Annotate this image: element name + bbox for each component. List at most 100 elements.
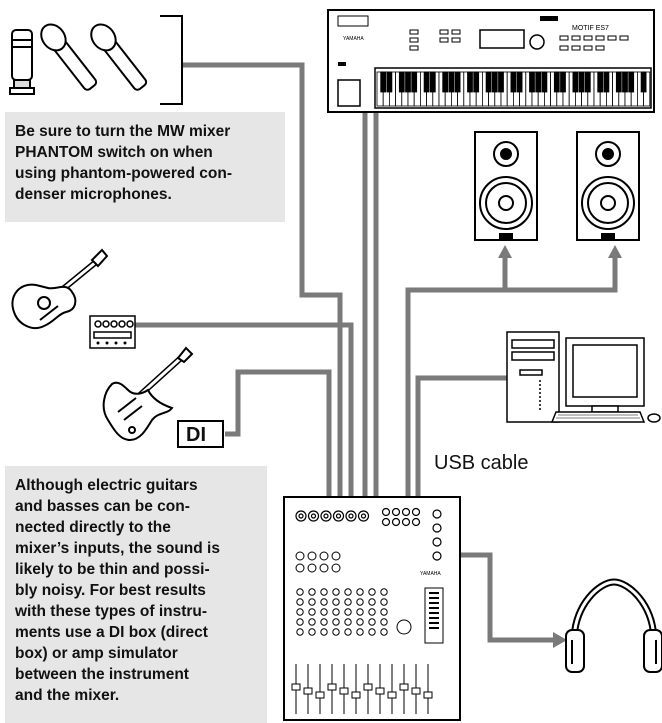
mixer-knob xyxy=(368,588,376,596)
mixer-knob xyxy=(331,563,341,573)
black-key xyxy=(560,71,566,93)
microphone-group xyxy=(9,15,183,105)
effects-pedal-icon xyxy=(89,315,136,349)
mixer-stereo-jack xyxy=(391,517,401,527)
bracket-icon xyxy=(160,15,183,105)
mixer-output-jack xyxy=(432,551,442,561)
fader-cap xyxy=(351,691,361,699)
mixer-knob xyxy=(368,598,376,606)
headphones-icon xyxy=(565,578,662,673)
black-key xyxy=(411,71,418,93)
arrow-headphones xyxy=(553,632,567,648)
mixer-knob xyxy=(296,618,304,626)
phantom-power-note-text: Be sure to turn the MW mixer PHANTOM swi… xyxy=(15,123,232,203)
fader-cap xyxy=(339,687,349,695)
fader-cap xyxy=(387,691,397,699)
fader-cap xyxy=(291,683,301,691)
black-key xyxy=(578,71,585,93)
black-key xyxy=(615,71,622,93)
black-key xyxy=(572,71,579,93)
mixer-stereo-jack xyxy=(381,507,391,517)
cable-usb xyxy=(415,375,510,500)
mixer-knob xyxy=(332,608,340,616)
mixer-knob xyxy=(356,628,364,636)
black-key xyxy=(529,71,535,93)
black-key xyxy=(535,71,542,93)
black-key xyxy=(467,71,473,93)
mixer-stereo-jack xyxy=(401,517,411,527)
fader-cap xyxy=(375,687,385,695)
cable-di-box xyxy=(225,369,332,500)
black-key xyxy=(442,71,449,93)
black-key xyxy=(380,71,387,93)
mixer-knob xyxy=(320,608,328,616)
mixer-knob xyxy=(332,618,340,626)
black-key xyxy=(597,71,604,93)
mixer-knob xyxy=(307,551,317,561)
fader-cap xyxy=(327,683,337,691)
mixer-jack-center xyxy=(360,513,367,519)
phantom-power-note: Be sure to turn the MW mixer PHANTOM swi… xyxy=(5,112,285,222)
mixer-icon: YAMAHA xyxy=(283,496,461,721)
cable-microphones xyxy=(182,62,343,500)
black-key xyxy=(541,71,548,93)
fader-cap xyxy=(303,687,313,695)
black-key xyxy=(603,71,610,93)
mixer-knob xyxy=(380,608,388,616)
mixer-stereo-jack xyxy=(381,517,391,527)
mixer-knob xyxy=(368,608,376,616)
mixer-stereo-jack xyxy=(391,507,401,517)
synthesizer-icon: MOTIF ES7 YAMAHA xyxy=(327,9,655,113)
mixer-knob xyxy=(296,598,304,606)
arrow-speaker-left xyxy=(498,245,512,258)
di-box-note: Although electric guitars and basses can… xyxy=(5,466,267,723)
black-key xyxy=(498,71,504,93)
mixer-jack-center xyxy=(310,513,317,519)
mixer-knob xyxy=(368,628,376,636)
mixer-knob xyxy=(307,563,317,573)
speaker-right-icon xyxy=(576,131,640,241)
black-key xyxy=(448,71,455,93)
black-key xyxy=(516,71,523,93)
mixer-output-jack xyxy=(432,537,442,547)
black-key xyxy=(398,71,405,93)
mixer-knob xyxy=(332,588,340,596)
mixer-stereo-jack xyxy=(411,507,421,517)
black-key xyxy=(405,71,411,93)
mixer-jack-center xyxy=(335,513,342,519)
mixer-knob xyxy=(308,608,316,616)
electric-guitar-icon xyxy=(102,346,194,442)
mixer-output-jack xyxy=(432,523,442,533)
dynamic-microphone-icon-1 xyxy=(40,23,98,91)
mixer-stereo-jack xyxy=(401,507,411,517)
synth-keys xyxy=(376,71,651,107)
mixer-knob xyxy=(308,618,316,626)
cable-headphones xyxy=(450,552,555,643)
mixer-knob xyxy=(356,608,364,616)
mixer-knob xyxy=(356,618,364,626)
di-box-icon xyxy=(177,420,224,448)
fader-cap xyxy=(423,691,433,699)
acoustic-guitar-icon xyxy=(11,248,109,330)
mixer-knob xyxy=(308,628,316,636)
mixer-knob xyxy=(308,588,316,596)
mixer-knob xyxy=(344,628,352,636)
di-box-label: DI xyxy=(186,424,206,446)
dynamic-microphone-icon-2 xyxy=(90,23,148,91)
fader-cap xyxy=(399,683,409,691)
black-key xyxy=(553,71,560,93)
mixer-jack-center xyxy=(348,513,354,519)
mixer-knob xyxy=(332,628,340,636)
cables xyxy=(135,62,618,643)
di-box-note-text: Although electric guitars and basses can… xyxy=(15,477,220,704)
mixer-knob xyxy=(380,598,388,606)
mixer-knob xyxy=(380,618,388,626)
black-key xyxy=(584,71,591,93)
black-key xyxy=(429,71,436,93)
cable-speakers xyxy=(405,255,618,500)
computer-icon xyxy=(506,331,661,423)
black-key xyxy=(640,71,647,93)
mixer-jack-center xyxy=(323,513,329,519)
mixer-knob xyxy=(344,618,352,626)
arrow-speaker-right xyxy=(608,245,622,258)
